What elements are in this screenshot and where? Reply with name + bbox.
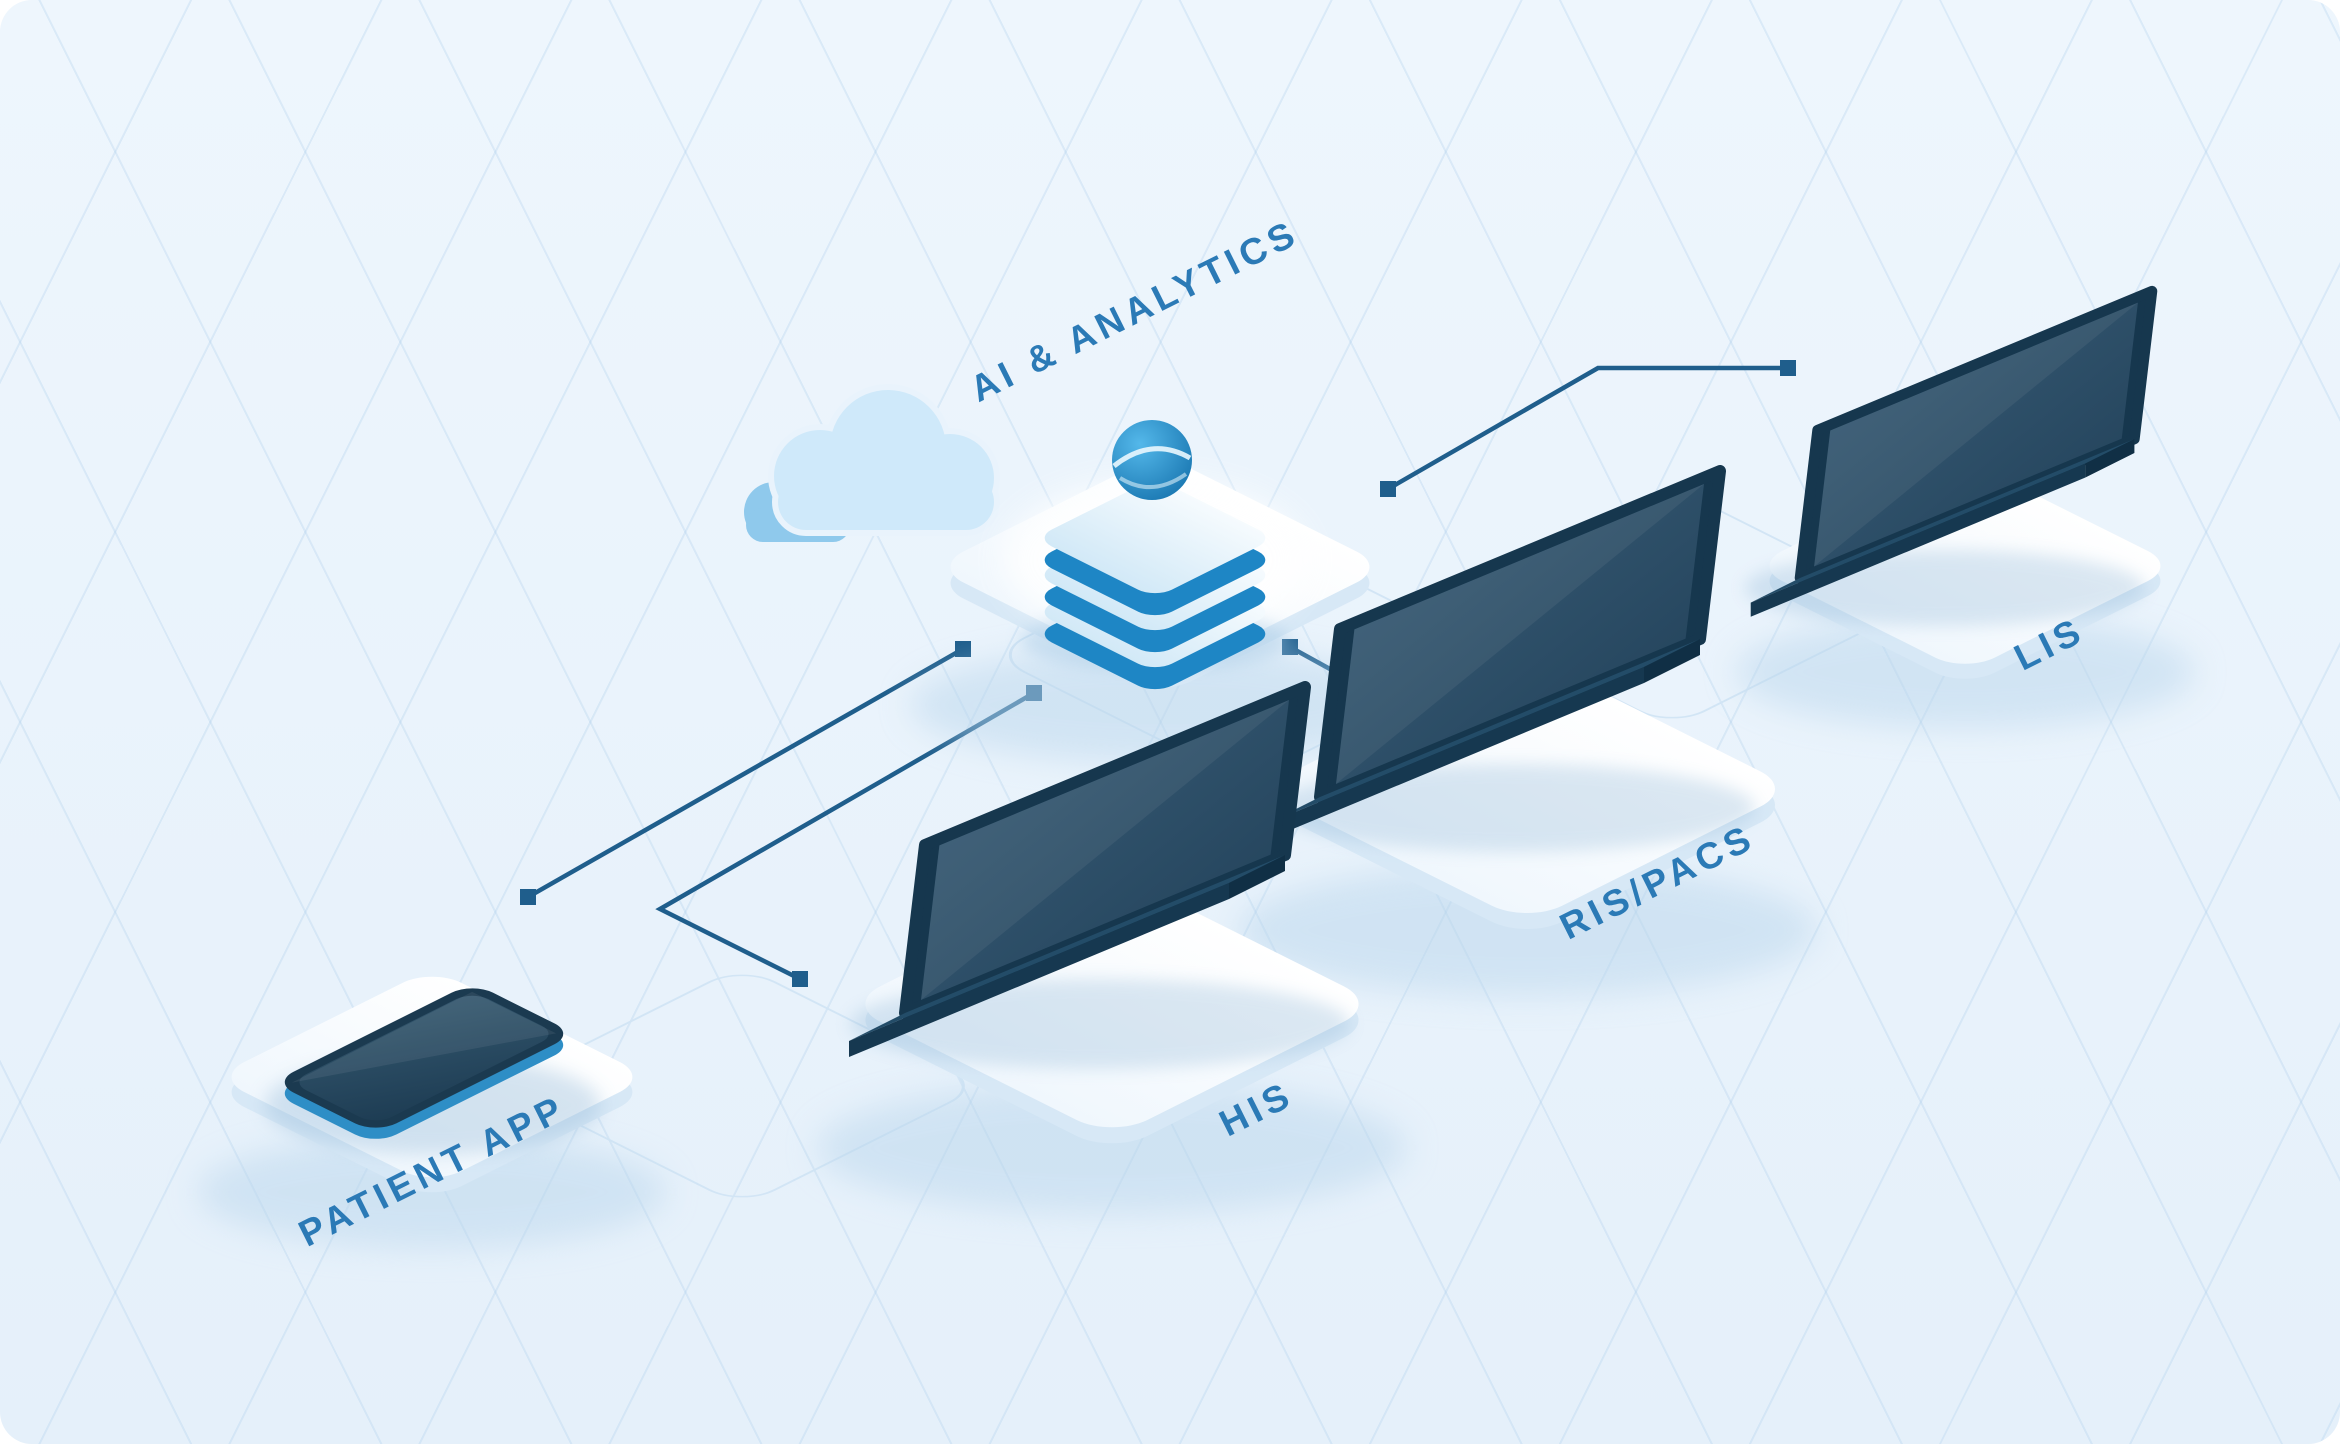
ris-pacs-node xyxy=(1237,471,1817,996)
platform-shadow xyxy=(817,1082,1407,1214)
database-stack-icon xyxy=(1044,420,1266,690)
connector-endpoint xyxy=(792,971,808,987)
connector-endpoint xyxy=(955,641,971,657)
connector-ai-patient-app xyxy=(526,647,965,899)
his-node xyxy=(817,687,1407,1214)
connector-endpoint xyxy=(1380,481,1396,497)
connector-ai-his xyxy=(655,691,1036,982)
lis-node xyxy=(1735,291,2195,728)
ai-analytics-node xyxy=(744,384,1410,763)
ai-orb-icon xyxy=(1112,420,1192,500)
platform-shadow xyxy=(1237,864,1817,996)
connector-endpoint xyxy=(520,889,536,905)
cloud-icon xyxy=(744,384,1000,542)
label-ai-analytics: AI & ANALYTICS xyxy=(964,212,1306,410)
connector-endpoint xyxy=(1780,360,1796,376)
patient-app-node xyxy=(197,976,667,1248)
connectors xyxy=(526,365,1788,982)
connector-ai-lis xyxy=(1386,365,1788,491)
